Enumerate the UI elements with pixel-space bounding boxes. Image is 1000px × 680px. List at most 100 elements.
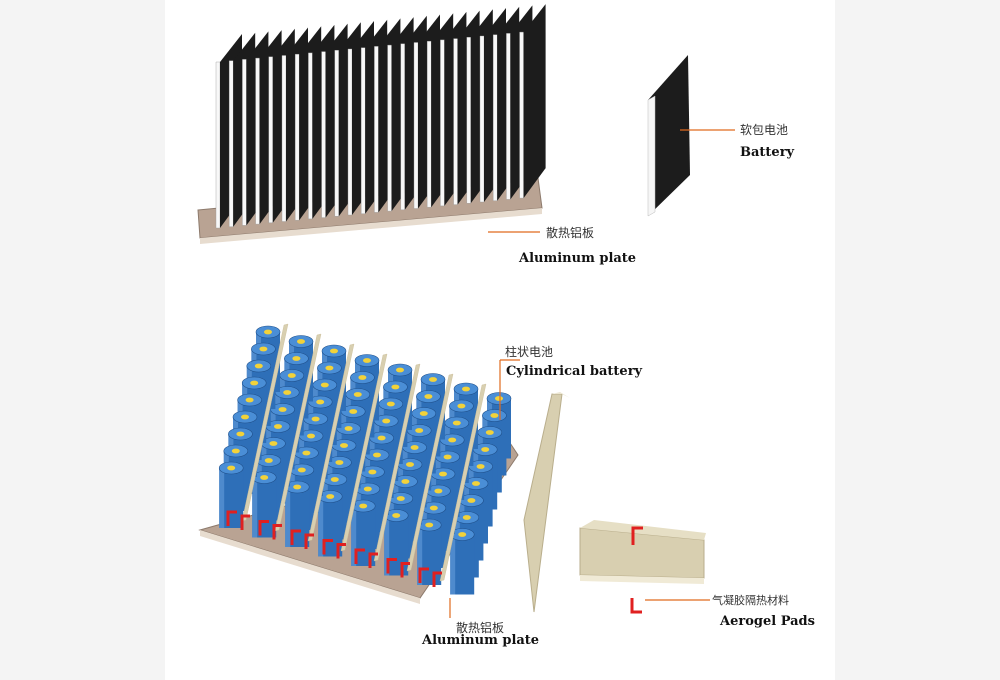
red-clip-marker	[304, 533, 314, 549]
top-plate-label-en: Aluminum plate	[519, 251, 637, 266]
cell-terminal	[359, 503, 368, 509]
pouch-cell-edge	[374, 46, 379, 213]
pouch-cell-edge	[295, 54, 300, 221]
aerogel-strip	[241, 323, 289, 522]
cell-terminal	[392, 513, 401, 518]
cell-terminal	[476, 464, 485, 469]
aerogel-strip	[406, 373, 454, 572]
cell-terminal	[467, 498, 476, 503]
pouch-cell-edge	[255, 57, 260, 225]
aerogel-strip	[373, 363, 421, 562]
cell-terminal	[311, 416, 320, 422]
cell-terminal	[410, 445, 419, 450]
cell-terminal	[245, 397, 254, 403]
cell-terminal	[406, 462, 414, 467]
cell-terminal	[458, 532, 467, 537]
cell-terminal	[443, 454, 452, 460]
pouch-cell-edge	[440, 39, 445, 207]
red-clip-marker	[400, 562, 410, 578]
cell-terminal	[386, 401, 395, 407]
cell-terminal	[320, 382, 329, 388]
cell-terminal	[396, 367, 404, 373]
cell-highlight	[351, 506, 357, 566]
pouch-cell-edge	[242, 59, 247, 226]
cell-terminal	[363, 486, 372, 492]
cell-terminal	[481, 447, 490, 452]
single-pouch-battery	[647, 55, 690, 217]
cell-terminal	[231, 448, 240, 454]
cell-terminal	[434, 488, 443, 494]
red-clip-marker	[240, 514, 250, 530]
cell-terminal	[297, 339, 305, 344]
red-clip-marker	[272, 524, 282, 540]
cell-terminal	[401, 479, 410, 484]
cylindrical-cell-array	[218, 323, 512, 595]
cell-highlight	[318, 496, 324, 557]
cell-terminal	[297, 467, 306, 473]
pouch-cell	[523, 4, 546, 199]
cell-highlight	[417, 525, 423, 585]
pouch-cell-edge	[453, 38, 458, 205]
cell-terminal	[396, 496, 405, 501]
red-clip-marker	[290, 529, 301, 545]
cell-terminal	[335, 460, 344, 465]
cell-terminal	[264, 458, 273, 463]
cell-terminal	[278, 407, 287, 412]
cell-terminal	[490, 413, 499, 418]
top-plate-label-cn: 散热铝板	[546, 226, 595, 240]
pouch-cell-edge	[334, 50, 339, 217]
pouch-cell-edge	[268, 56, 273, 224]
pouch-cell-edge	[321, 51, 326, 218]
cell-terminal	[316, 399, 325, 405]
aerogel-strip	[439, 383, 487, 582]
red-clip-marker	[226, 510, 237, 526]
pouch-cell-edge	[479, 35, 485, 203]
cell-terminal	[330, 348, 338, 354]
cell-terminal	[415, 428, 424, 433]
cell-terminal	[250, 380, 259, 386]
cell-terminal	[448, 437, 457, 443]
cell-terminal	[452, 420, 461, 426]
cell-terminal	[368, 469, 377, 475]
cell-terminal	[326, 494, 335, 499]
cell-terminal	[269, 441, 278, 446]
pouch-cell-edge	[519, 31, 524, 199]
cell-terminal	[330, 477, 339, 482]
cell-terminal	[439, 471, 447, 477]
cell-highlight	[219, 468, 225, 528]
cell-terminal	[260, 475, 269, 480]
cell-terminal	[302, 450, 311, 456]
cell-terminal	[472, 481, 480, 486]
pouch-cell-edge	[506, 33, 511, 200]
cell-terminal	[227, 465, 236, 471]
red-clip-marker	[432, 571, 442, 587]
cell-terminal	[419, 411, 428, 416]
cell-highlight	[450, 534, 456, 595]
cell-terminal	[349, 409, 358, 414]
cell-terminal	[429, 377, 437, 382]
cell-terminal	[344, 426, 353, 431]
battery-label-cn: 软包电池	[740, 123, 789, 137]
cell-terminal	[363, 358, 371, 363]
cell-terminal	[424, 394, 433, 399]
cylindrical-label-en: Cylindrical battery	[506, 364, 643, 379]
cell-terminal	[462, 515, 471, 520]
pouch-cell-edge	[308, 52, 313, 220]
bottom-plate-label-cn: 散热铝板	[456, 621, 505, 635]
cell-terminal	[307, 433, 315, 439]
pouch-cell-edge	[466, 37, 471, 204]
cell-terminal	[382, 418, 391, 424]
pouch-cell-edge	[400, 43, 405, 211]
aerogel-vertical-pad	[523, 392, 570, 613]
cell-terminal	[264, 329, 272, 335]
cell-terminal	[287, 373, 296, 378]
pouch-cell-edge	[215, 61, 221, 229]
cell-highlight	[285, 487, 291, 547]
cell-terminal	[293, 484, 302, 490]
pouch-cell-stack	[215, 4, 546, 229]
cell-terminal	[377, 435, 386, 441]
cell-terminal	[283, 390, 292, 395]
pouch-cell-edge	[427, 41, 432, 208]
